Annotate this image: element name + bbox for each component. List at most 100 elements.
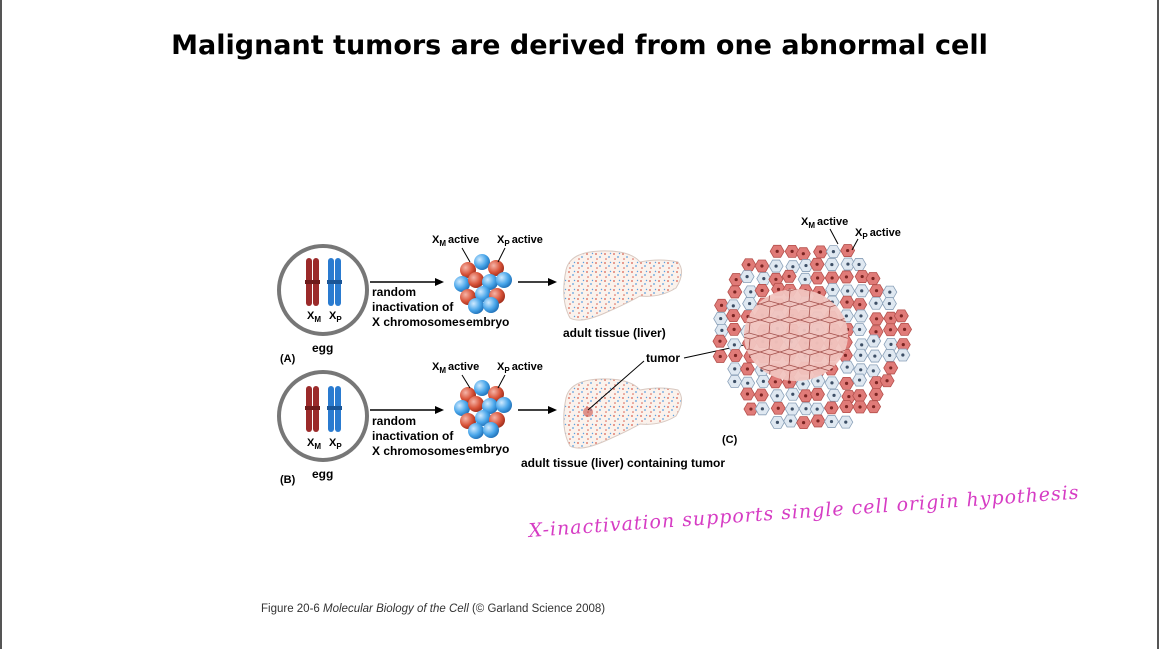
cell-nucleus — [818, 250, 823, 254]
cell-nucleus — [871, 276, 875, 281]
cell-nucleus — [858, 405, 862, 409]
cell-nucleus — [846, 262, 850, 266]
cell-nucleus — [829, 406, 834, 410]
cell-nucleus — [845, 300, 849, 304]
cell-nucleus — [733, 353, 738, 358]
svg-text:XP: XP — [329, 437, 342, 451]
cell-nucleus — [887, 301, 891, 306]
cell-nucleus — [731, 314, 735, 318]
embryo-b — [454, 380, 512, 439]
cell-nucleus — [831, 287, 835, 292]
cell-nucleus — [776, 406, 780, 410]
cell-nucleus — [775, 249, 779, 253]
cell-nucleus — [874, 301, 878, 305]
xm-label-a: X — [307, 310, 315, 322]
figure-caption: Figure 20-6 Molecular Biology of the Cel… — [261, 603, 606, 615]
cell-nucleus — [787, 274, 791, 278]
embryo-label-b: embryo — [466, 442, 509, 456]
liver-b — [563, 378, 682, 449]
tissue-label-b: adult tissue (liver) containing tumor — [521, 456, 725, 470]
cell-nucleus — [774, 264, 778, 268]
cell-nucleus — [888, 328, 893, 332]
cell-nucleus — [733, 290, 737, 294]
x-chromosomes-label-a: X chromosomes — [372, 315, 466, 329]
cell-nucleus — [762, 277, 766, 281]
cell-nucleus — [830, 276, 834, 280]
svg-text:random: random — [372, 414, 416, 428]
cell-nucleus — [888, 353, 892, 358]
cell-nucleus — [790, 249, 794, 254]
cell-nucleus — [748, 301, 752, 306]
svg-text:inactivation of: inactivation of — [372, 429, 454, 443]
cell-nucleus — [815, 276, 820, 280]
cell-nucleus — [845, 365, 849, 369]
cell-nucleus — [860, 289, 864, 293]
cell-nucleus — [830, 262, 834, 267]
cell-nucleus — [804, 263, 808, 268]
panel-a-label: (A) — [280, 353, 296, 365]
cell-nucleus — [775, 394, 779, 398]
tumor-label: tumor — [646, 351, 680, 365]
cell-nucleus — [803, 277, 807, 281]
cell-nucleus — [746, 381, 750, 385]
cell-nucleus — [857, 327, 862, 332]
inactivation-label-a: inactivation of — [372, 300, 454, 314]
cell-nucleus — [846, 248, 850, 253]
cell-nucleus — [816, 419, 820, 423]
cell-nucleus — [787, 380, 791, 384]
panel-b: XM XP egg (B) random inactivation of X c… — [277, 334, 791, 486]
cell-nucleus — [885, 379, 889, 383]
xp-label-a: X — [329, 310, 337, 322]
cell-nucleus — [745, 392, 750, 396]
cell-nucleus — [846, 289, 850, 293]
cell-nucleus — [732, 327, 736, 332]
cell-nucleus — [760, 264, 764, 268]
cell-nucleus — [901, 353, 905, 357]
tumor-pointer-liver — [587, 360, 645, 411]
cell-nucleus — [874, 392, 878, 396]
random-label-a: random — [372, 285, 416, 299]
cell-nucleus — [718, 339, 722, 343]
cell-nucleus — [874, 317, 879, 321]
cell-nucleus — [832, 393, 836, 397]
chromosome-paternal-b — [327, 386, 342, 432]
svg-text:X chromosomes: X chromosomes — [372, 444, 466, 458]
tumor-spot — [583, 407, 593, 417]
cell-nucleus — [874, 330, 878, 334]
cell-nucleus — [815, 407, 819, 411]
cell-nucleus — [901, 343, 905, 347]
cell-nucleus — [899, 314, 903, 318]
cell-nucleus — [857, 378, 862, 382]
cell-nucleus — [804, 394, 808, 398]
cell-nucleus — [889, 342, 893, 346]
egg-label-b: egg — [312, 467, 333, 481]
chromosome-paternal-a — [327, 258, 342, 306]
chromosome-maternal-b — [305, 386, 320, 432]
cell-nucleus — [859, 368, 863, 372]
cell-nucleus — [720, 328, 724, 332]
panel-c-label: (C) — [722, 434, 738, 446]
tissue-label-a: adult tissue (liver) — [563, 326, 666, 340]
cell-nucleus — [734, 277, 738, 282]
cell-nucleus — [872, 339, 876, 343]
slide-title: Malignant tumors are derived from one ab… — [171, 30, 988, 61]
liver-a — [563, 250, 682, 321]
cell-nucleus — [871, 405, 876, 409]
cell-nucleus — [719, 316, 723, 321]
cell-nucleus — [888, 290, 892, 294]
cell-nucleus — [844, 404, 849, 409]
cell-nucleus — [815, 262, 819, 266]
egg-a — [277, 244, 369, 336]
cell-nucleus — [760, 407, 764, 411]
cell-nucleus — [816, 379, 820, 383]
cell-nucleus — [844, 420, 848, 424]
cell-nucleus — [829, 419, 834, 424]
cell-nucleus — [760, 288, 764, 293]
cell-nucleus — [831, 250, 836, 254]
cell-nucleus — [759, 393, 763, 397]
cell-nucleus — [847, 394, 851, 399]
cell-nucleus — [719, 303, 724, 307]
cell-nucleus — [857, 262, 861, 267]
